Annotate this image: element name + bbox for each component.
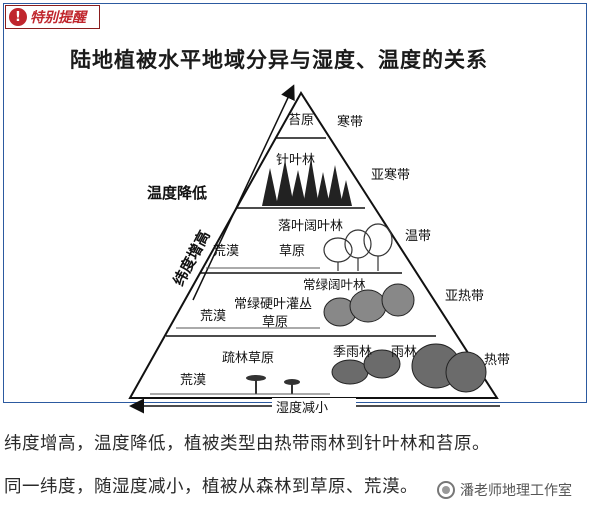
taiga-trees — [262, 158, 352, 206]
rainforest-trees — [331, 343, 487, 393]
veg-label-tundra: 苔原 — [288, 113, 314, 128]
belt-label-subtropical: 亚热带 — [445, 289, 484, 304]
belt-label-frigid: 寒带 — [337, 114, 363, 130]
veg-label-temperate-grass: 草原 — [279, 244, 305, 259]
axis-label-temperature: 温度降低 — [147, 184, 207, 202]
caption-line-2: 同一纬度，随湿度减小，植被从森林到草原、荒漠。 — [4, 477, 418, 497]
veg-label-sclerophyll: 常绿硬叶灌丛 — [234, 297, 312, 312]
temperate-forest — [323, 223, 393, 271]
watermark-text: 潘老师地理工作室 — [460, 483, 572, 499]
belt-label-tropical: 热带 — [484, 353, 510, 368]
savanna-trees — [246, 375, 300, 394]
veg-label-savanna: 疏林草原 — [222, 351, 274, 366]
subtropical-forest — [323, 283, 415, 327]
veg-label-subtropical-forest: 常绿阔叶林 — [303, 277, 366, 292]
axis-label-humidity: 湿度减小 — [276, 400, 328, 416]
veg-label-rainforest: 雨林 — [391, 345, 417, 360]
caption-line-1: 纬度增高，温度降低，植被类型由热带雨林到针叶林和苔原。 — [4, 434, 490, 454]
veg-label-temperate-desert: 荒漠 — [213, 244, 239, 259]
axis-label-bg — [272, 398, 356, 416]
veg-label-taiga: 针叶林 — [276, 153, 315, 168]
grass-lines — [150, 267, 330, 395]
vegetation-pyramid: 苔原 针叶林 落叶阔叶林 荒漠 草原 常绿阔叶林 常绿硬叶灌丛 荒漠 草原 疏林… — [128, 84, 510, 416]
belt-label-subfrigid: 亚寒带 — [371, 167, 410, 183]
veg-label-temperate-forest: 落叶阔叶林 — [278, 219, 343, 234]
wechat-icon — [437, 481, 455, 499]
latitude-arrow — [192, 84, 295, 301]
reminder-badge: ! 特别提醒 — [5, 5, 100, 29]
watermark: 潘老师地理工作室 — [437, 480, 572, 500]
figure-title: 陆地植被水平地域分异与湿度、温度的关系 — [70, 47, 488, 72]
veg-label-subtropical-grass: 草原 — [262, 315, 288, 330]
warning-icon: ! — [9, 8, 27, 26]
veg-label-tropical-desert: 荒漠 — [180, 373, 206, 388]
belt-label-temperate: 温带 — [405, 229, 431, 244]
veg-label-monsoon: 季雨林 — [333, 345, 372, 360]
axis-label-latitude: 纬度增高 — [170, 227, 214, 288]
veg-label-subtropical-desert: 荒漠 — [200, 309, 226, 324]
reminder-label: 特别提醒 — [30, 10, 86, 26]
